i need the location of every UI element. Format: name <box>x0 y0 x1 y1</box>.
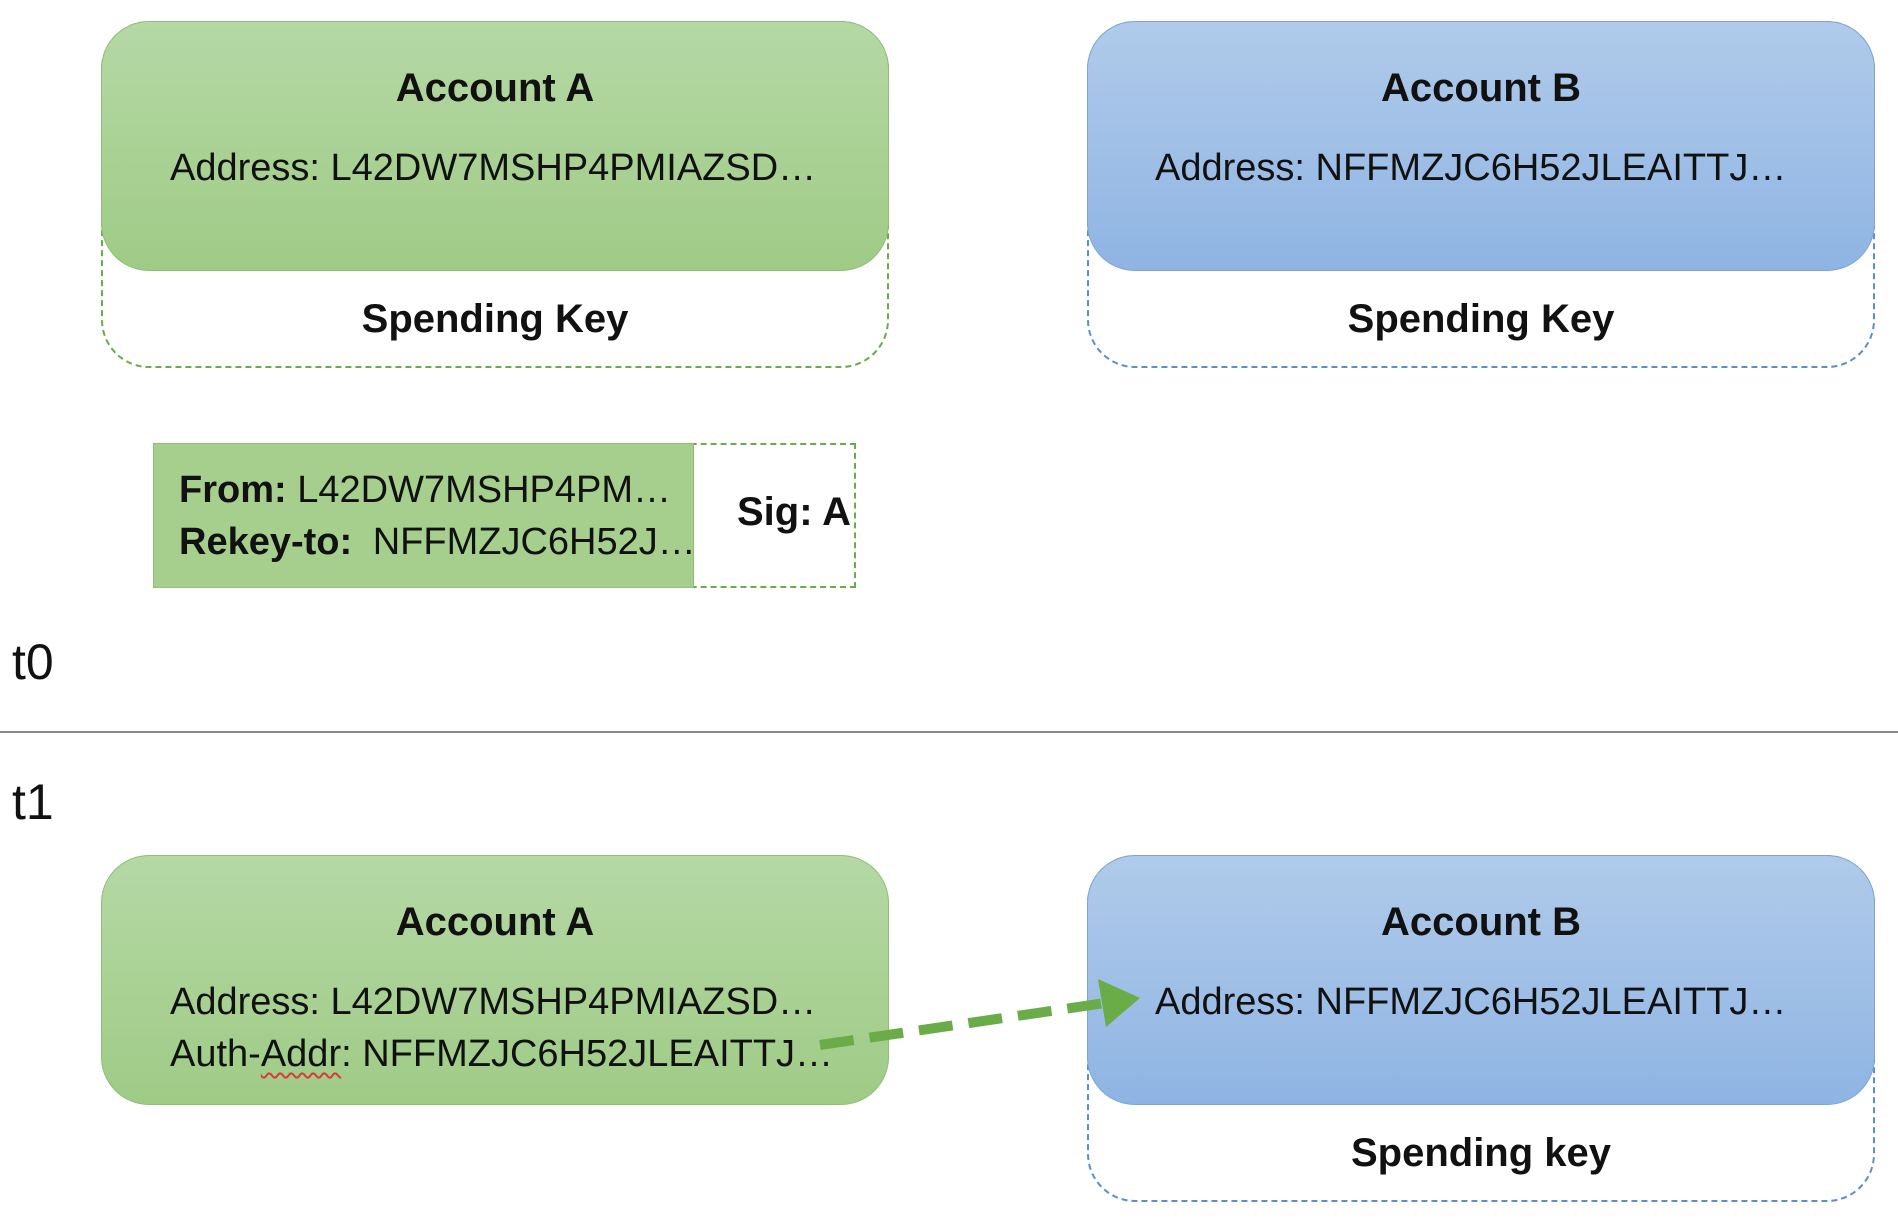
auth-addr-arrow-shaft <box>819 998 1106 1050</box>
t1-account-b-card: Account B Address: NFFMZJC6H52JLEAITTJ… <box>1087 855 1875 1105</box>
t1-account-a-card: Account A Address: L42DW7MSHP4PMIAZSD… A… <box>101 855 889 1105</box>
transaction-rekey-label: Rekey-to: <box>179 521 353 563</box>
t0-account-a-card: Account A Address: L42DW7MSHP4PMIAZSD… <box>101 21 889 271</box>
t0-account-b-address: Address: NFFMZJC6H52JLEAITTJ… <box>1155 147 1787 189</box>
transaction-from-label: From: <box>179 469 287 511</box>
transaction-signature: Sig: A <box>737 490 852 534</box>
transaction-rekey-value: NFFMZJC6H52J… <box>372 521 696 563</box>
transaction-from-value: L42DW7MSHP4PM… <box>297 469 671 511</box>
t1-account-a-address: Address: L42DW7MSHP4PMIAZSD… <box>170 981 817 1023</box>
timeline-divider <box>0 731 1898 733</box>
t1-account-a-title: Account A <box>395 900 595 944</box>
transaction-rekey-line: Rekey-to: NFFMZJC6H52J… <box>179 516 696 568</box>
t0-account-b-card: Account B Address: NFFMZJC6H52JLEAITTJ… <box>1087 21 1875 271</box>
t1-account-b-title: Account B <box>1381 900 1581 944</box>
time-label-t1: t1 <box>12 774 54 830</box>
auth-addr-prefix: Auth- <box>170 1033 261 1075</box>
t0-account-a-address: Address: L42DW7MSHP4PMIAZSD… <box>170 147 817 189</box>
transaction-from-line: From: L42DW7MSHP4PM… <box>179 464 671 516</box>
t0-account-a-title: Account A <box>395 66 595 110</box>
t0-account-b-title: Account B <box>1381 66 1581 110</box>
t0-account-a-spending-key: Spending Key <box>361 297 629 341</box>
auth-addr-word: Addr <box>260 1033 342 1075</box>
t1-account-b-spending-key: Spending key <box>1350 1131 1612 1175</box>
time-label-t0: t0 <box>12 634 54 690</box>
t1-account-b-address: Address: NFFMZJC6H52JLEAITTJ… <box>1155 981 1787 1023</box>
auth-addr-value: : NFFMZJC6H52JLEAITTJ… <box>341 1033 834 1075</box>
t1-account-a-auth-addr: Auth-Addr: NFFMZJC6H52JLEAITTJ… <box>170 1028 833 1080</box>
t0-account-b-spending-key: Spending Key <box>1347 297 1615 341</box>
rekey-transaction: From: L42DW7MSHP4PM… Rekey-to: NFFMZJC6H… <box>153 443 696 588</box>
auth-addr-arrow-head <box>1098 979 1140 1027</box>
